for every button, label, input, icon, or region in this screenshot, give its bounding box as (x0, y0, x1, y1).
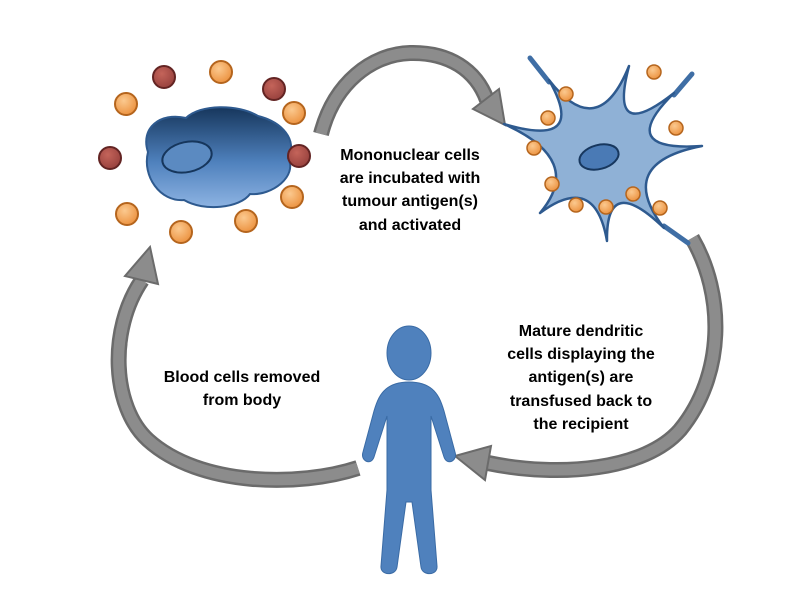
patient-figure-icon (361, 381, 457, 575)
cycle-arrows (110, 44, 724, 488)
antigen-dot-icon (646, 64, 662, 80)
dendritic-cell-branch (661, 223, 691, 246)
antigen-dot-icon (234, 209, 258, 233)
antigen-dots-left (98, 60, 311, 244)
arrow-right-transfusion (452, 233, 724, 482)
arrow-left-head (123, 244, 160, 286)
antigen-dot-icon (282, 101, 306, 125)
antigen-dot-icon (526, 140, 542, 156)
arrow-left-shaft (113, 276, 360, 486)
arrow-right-shaft (486, 235, 721, 476)
antigen-dot-icon (114, 92, 138, 116)
antigen-dot-icon (540, 110, 556, 126)
antigen-dots-dendritic (526, 64, 684, 216)
antigen-dot-icon (558, 86, 574, 102)
arrow-left-removal (110, 244, 361, 488)
antigen-dot-icon (152, 65, 176, 89)
antigen-dot-icon (287, 144, 311, 168)
arrow-right-head (452, 444, 493, 482)
antigen-dot-icon (280, 185, 304, 209)
antigen-dot-icon (652, 200, 668, 216)
antigen-dot-icon (568, 197, 584, 213)
dendritic-cell-branch (671, 71, 695, 98)
antigen-dot-icon (115, 202, 139, 226)
antigen-dot-icon (544, 176, 560, 192)
mononuclear-cell (145, 106, 293, 209)
patient-figure (361, 325, 457, 575)
dendritic-cell-branch (527, 55, 552, 85)
label-transfusion-step: Mature dendritic cells displaying the an… (507, 323, 655, 433)
antigen-dot-icon (262, 77, 286, 101)
antigen-dot-icon (625, 186, 641, 202)
dendritic-cell-nucleus (578, 143, 620, 171)
mononuclear-cell-nucleus (161, 140, 213, 174)
patient-head (386, 325, 432, 381)
antigen-dot-icon (98, 146, 122, 170)
arrow-top-head (471, 87, 507, 127)
arrow-top-incubation (313, 44, 507, 137)
antigen-dot-icon (598, 199, 614, 215)
antigen-dot-icon (169, 220, 193, 244)
label-removal-step: Blood cells removed from body (163, 369, 321, 410)
arrow-top-shaft (315, 47, 493, 136)
antigen-dot-icon (209, 60, 233, 84)
dendritic-cell (502, 55, 704, 246)
label-incubation-step: Mononuclear cells are incubated with tum… (339, 147, 481, 234)
antigen-dot-icon (668, 120, 684, 136)
